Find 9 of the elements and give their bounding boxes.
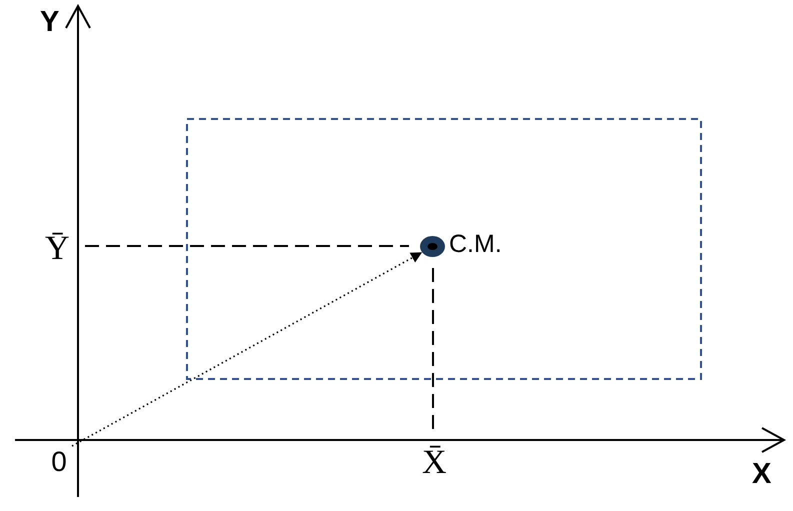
coordinate-label: X̄ — [422, 446, 447, 480]
position-vector-arrow — [72, 252, 422, 447]
axis-label: Y — [40, 8, 60, 37]
coordinate-label: Ȳ — [45, 232, 70, 266]
origin-label: 0 — [46, 446, 72, 478]
axis-label: X — [752, 460, 772, 489]
point-label: C.M. — [449, 232, 502, 257]
dashed-rectangle — [186, 118, 702, 380]
center-of-mass-point — [419, 235, 446, 258]
